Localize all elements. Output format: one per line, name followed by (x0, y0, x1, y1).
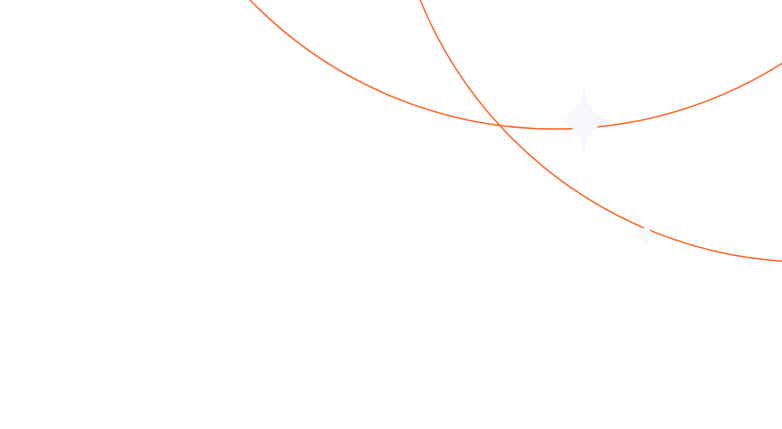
sparkle-icon (633, 222, 659, 248)
decorative-arc (249, 0, 782, 130)
sparkle-icon (553, 88, 614, 153)
